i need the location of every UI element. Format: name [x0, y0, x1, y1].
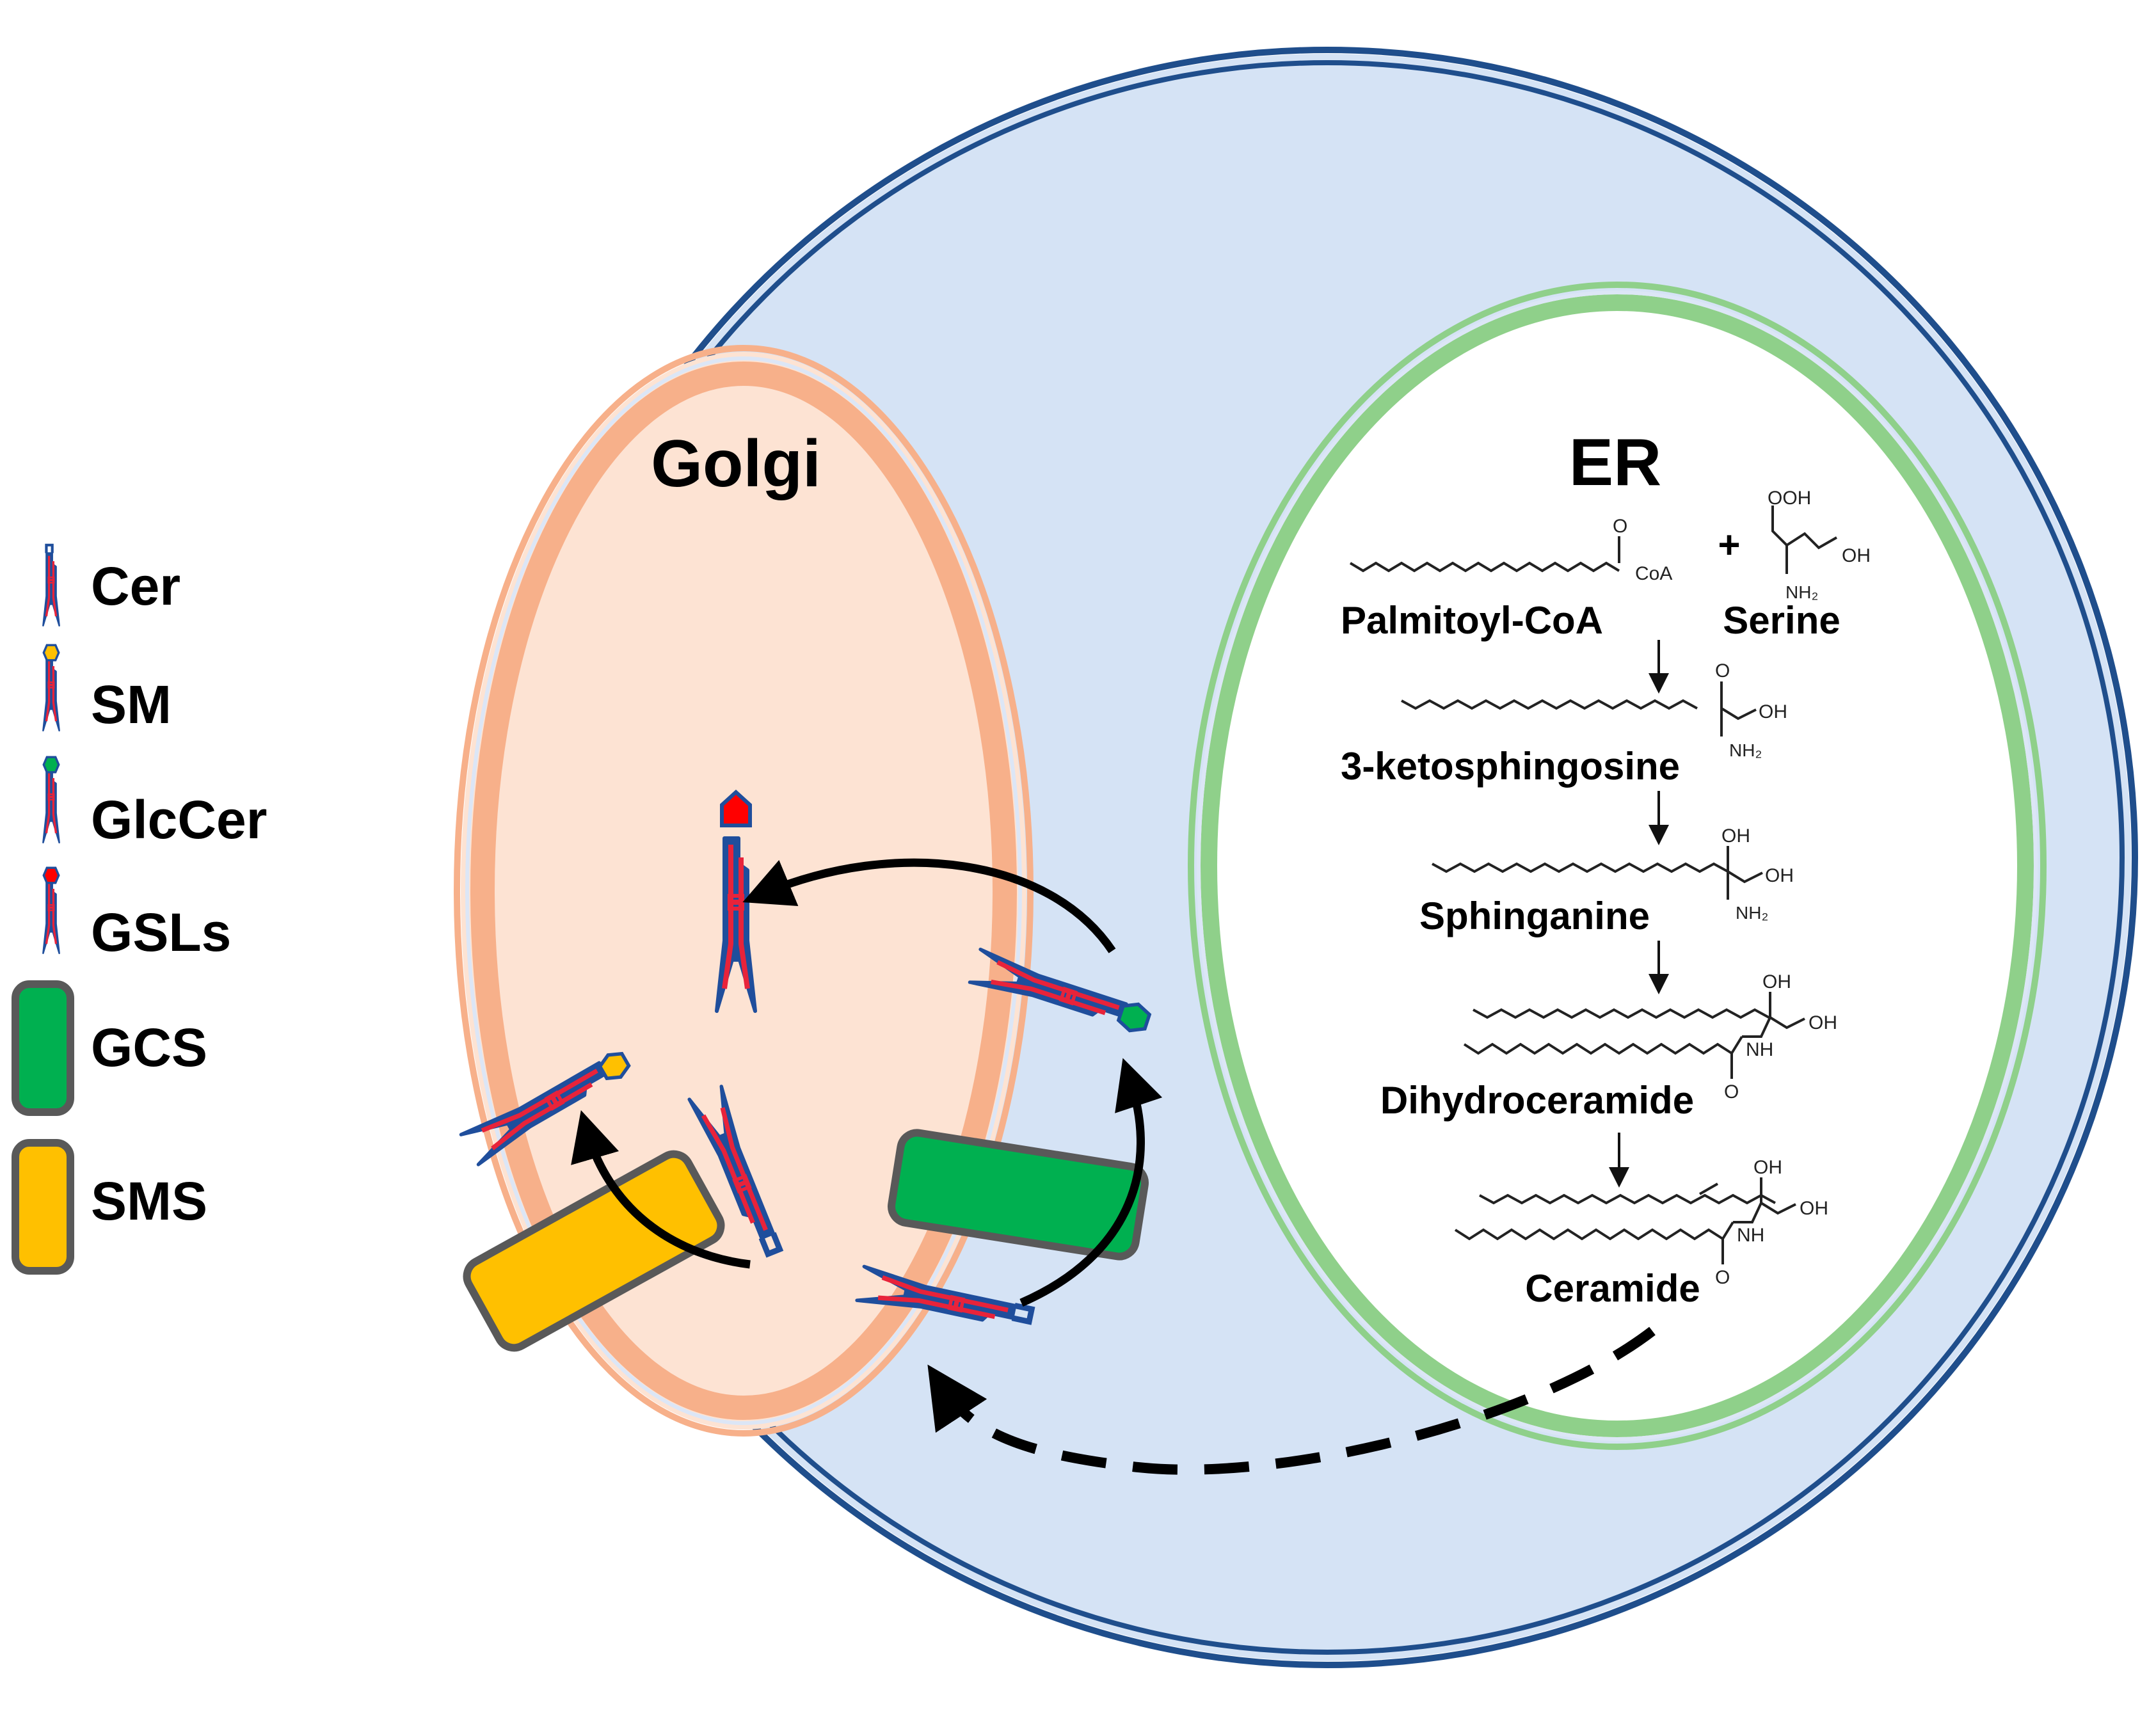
palmitoyl-coa-label: Palmitoyl-CoA	[1341, 599, 1603, 642]
svg-text:Cer: Cer	[91, 556, 180, 616]
svg-text:OH: OH	[1765, 865, 1794, 886]
svg-text:GCS: GCS	[91, 1017, 207, 1078]
sms-enzyme-icon	[12, 1139, 74, 1275]
golgi-label: Golgi	[651, 427, 821, 501]
glycosphingolipid-molecule	[717, 789, 755, 1011]
svg-text:SM: SM	[91, 674, 172, 735]
pathway-step-2: Sphinganine	[1419, 895, 1650, 937]
legend-item-cer: Cer	[43, 545, 180, 626]
glucosylceramide-icon	[42, 756, 61, 844]
ceramide-transport-arrow	[927, 1326, 1656, 1475]
svg-text:NH: NH	[1746, 1039, 1773, 1060]
svg-text:OH: OH	[1753, 1157, 1782, 1178]
legend: Cer SM GlcCer GSLs GCS	[12, 545, 267, 1275]
pathway-step-3: Dihydroceramide	[1380, 1079, 1694, 1122]
ketosphingosine-structure	[1401, 681, 1757, 737]
gcs-enzyme-icon	[12, 980, 74, 1116]
svg-text:NH: NH	[1737, 1225, 1764, 1246]
er-label: ER	[1569, 426, 1661, 500]
serine-structure	[1771, 506, 1837, 574]
gcs-enzyme	[888, 1129, 1149, 1261]
sphingomyelin-icon	[42, 644, 61, 732]
svg-text:OH: OH	[1762, 971, 1791, 992]
legend-item-gsls: GSLs	[42, 866, 231, 962]
sms-reaction-arrow	[571, 1110, 751, 1269]
legend-item-glccer: GlcCer	[42, 756, 267, 850]
ceramide-icon	[43, 545, 59, 626]
svg-text:NH₂: NH₂	[1736, 903, 1768, 923]
svg-text:OH: OH	[1842, 545, 1871, 566]
svg-text:OH: OH	[1721, 825, 1750, 847]
legend-item-gcs: GCS	[12, 980, 207, 1116]
glucosylceramide-molecule	[970, 950, 1152, 1039]
svg-text:OOH: OOH	[1768, 488, 1811, 509]
pathway-step-1: 3-ketosphingosine	[1341, 745, 1680, 788]
endoplasmic-reticulum: ER	[1188, 282, 2047, 1450]
glycosphingolipid-icon	[42, 866, 61, 955]
legend-item-sm: SM	[42, 644, 172, 735]
svg-text:O: O	[1715, 660, 1730, 681]
serine-label: Serine	[1723, 599, 1840, 642]
legend-item-sms: SMS	[12, 1139, 207, 1275]
svg-text:GlcCer: GlcCer	[91, 790, 267, 850]
svg-text:CoA: CoA	[1635, 563, 1672, 584]
sms-enzyme	[463, 1150, 725, 1352]
svg-text:GSLs: GSLs	[91, 902, 231, 962]
svg-text:O: O	[1715, 1267, 1730, 1288]
svg-text:SMS: SMS	[91, 1171, 207, 1231]
sphingomyelin-molecule	[461, 1051, 631, 1165]
svg-text:OH: OH	[1809, 1012, 1837, 1033]
plus-sign: +	[1718, 523, 1740, 566]
svg-text:NH₂: NH₂	[1785, 582, 1818, 602]
svg-text:O: O	[1724, 1081, 1739, 1103]
gcs-reaction-arrow	[1019, 1058, 1163, 1307]
ceramide-synthesis-pathway: O CoA + OOH OH NH₂ Palmitoyl-CoA Serine …	[1341, 488, 1871, 1310]
svg-text:O: O	[1613, 516, 1627, 537]
svg-text:OH: OH	[1759, 701, 1787, 722]
pathway-step-4: Ceramide	[1525, 1267, 1700, 1310]
dihydroceramide-structure	[1463, 992, 1805, 1079]
svg-text:NH₂: NH₂	[1729, 740, 1762, 760]
palmitoyl-coa-structure	[1349, 536, 1620, 573]
ceramide-structure	[1454, 1177, 1796, 1264]
gsl-reaction-arrow	[742, 858, 1116, 953]
svg-text:OH: OH	[1800, 1198, 1828, 1219]
sphinganine-structure	[1432, 846, 1763, 900]
